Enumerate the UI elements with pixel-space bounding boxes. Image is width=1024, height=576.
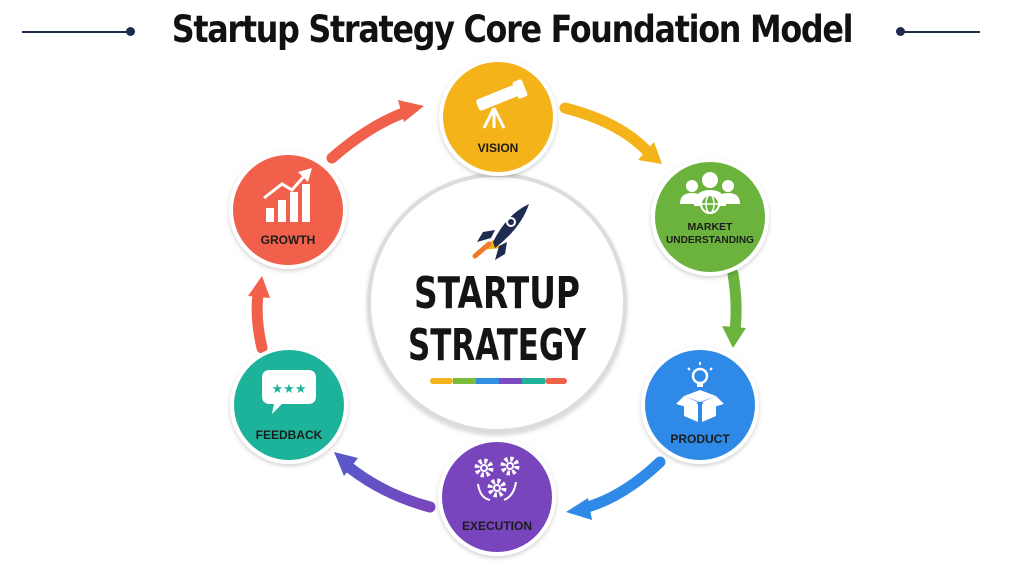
center-color-bar [430, 378, 567, 384]
stage-market: MARKET UNDERSTANDING [651, 158, 769, 276]
stage-growth: GROWTH [229, 151, 347, 269]
stage-vision: VISION [439, 58, 557, 176]
stage-product: PRODUCT [641, 346, 759, 464]
growth-chart-icon [263, 168, 312, 222]
stage-feedback-label: FEEDBACK [256, 428, 323, 442]
center-title-line2: STRATEGY [408, 320, 587, 371]
stage-vision-label: VISION [478, 141, 519, 155]
cycle-arrows [248, 100, 746, 520]
rocket-icon [472, 204, 529, 260]
title-rule-left-dot [126, 27, 135, 36]
page-title: Startup Strategy Core Foundation Model [171, 8, 854, 51]
title-rule-left [22, 31, 128, 33]
arrow-market-to-product [722, 268, 746, 348]
people-globe-icon [680, 172, 740, 214]
center-title-line1: STARTUP [414, 268, 580, 319]
gears-icon [474, 456, 520, 501]
stage-feedback: ★★★ FEEDBACK [230, 346, 348, 464]
arrow-vision-to-market [559, 102, 662, 164]
title-rule-right [900, 31, 980, 33]
stage-market-label-line2: UNDERSTANDING [666, 234, 754, 246]
stage-execution: EXECUTION [438, 438, 556, 556]
arrow-growth-to-vision [326, 100, 424, 164]
stage-product-label: PRODUCT [670, 432, 730, 446]
arrow-feedback-to-growth [248, 276, 270, 354]
arrow-product-to-execution [566, 456, 666, 520]
stage-market-label-line1: MARKET [688, 221, 733, 233]
chat-stars-icon: ★★★ [262, 370, 316, 414]
stage-growth-label: GROWTH [261, 233, 316, 247]
center-hub: STARTUP STRATEGY [367, 173, 627, 433]
title-row: Startup Strategy Core Foundation Model [0, 0, 1024, 62]
lightbulb-box-icon [676, 362, 724, 422]
arrow-execution-to-feedback [334, 452, 436, 513]
rating-stars: ★★★ [272, 382, 307, 397]
stage-execution-label: EXECUTION [462, 519, 532, 533]
telescope-icon [476, 79, 528, 129]
